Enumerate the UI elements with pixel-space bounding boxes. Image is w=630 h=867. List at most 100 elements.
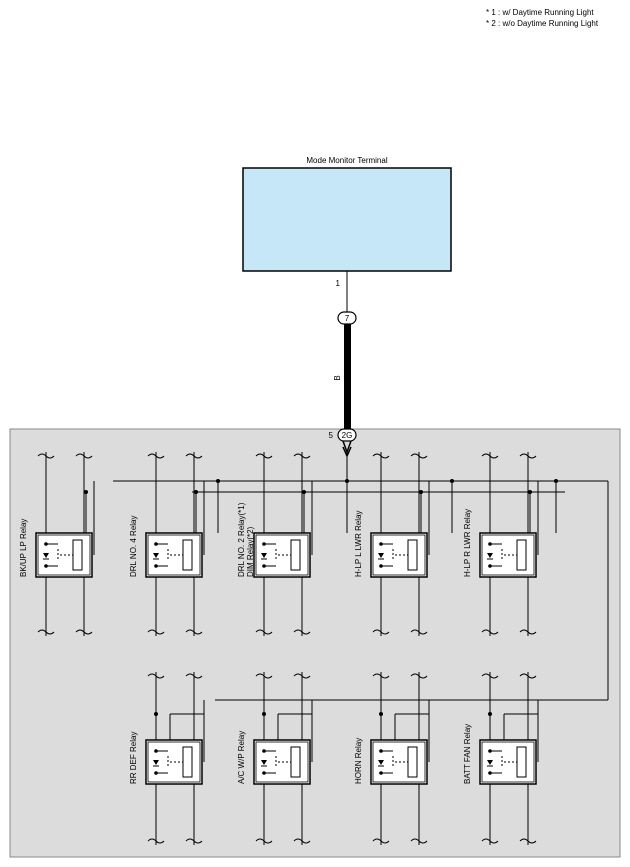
wire-break-symbol: [75, 453, 93, 459]
bus-junction: [194, 490, 198, 494]
wire-break-symbol: [147, 838, 165, 844]
relay-box-inner: [255, 534, 309, 576]
relay-group: BK/UP LP Relay DRL NO. 4 Relay DRL NO. 2 R…: [19, 452, 537, 845]
wire-break-symbol: [372, 673, 390, 679]
relay-coil: [290, 746, 301, 778]
terminal-pin-label: 1: [336, 279, 341, 288]
wire-break-symbol: [519, 838, 537, 844]
relay-diode: [378, 553, 384, 558]
relay: BK/UP LP Relay: [19, 452, 93, 636]
relay-coil: [290, 539, 301, 571]
wire-break-symbol: [519, 673, 537, 679]
wire-break-symbol: [147, 453, 165, 459]
relay-box-inner: [37, 534, 91, 576]
relay: DRL NO. 2 Relay(*1)DIM Relay(*2): [237, 452, 311, 636]
relay-diode: [487, 760, 493, 765]
wire-break-symbol: [255, 838, 273, 844]
relay-label: DRL NO. 2 Relay(*1): [237, 502, 246, 577]
relay-label-2: DIM Relay(*2): [246, 526, 255, 577]
relay: RR DEF Relay: [129, 672, 203, 845]
wire-break-symbol: [481, 453, 499, 459]
relay-box-inner: [255, 741, 309, 783]
wire-break-symbol: [75, 629, 93, 635]
wire-break-symbol: [519, 453, 537, 459]
relay-coil: [516, 539, 527, 571]
relay: A/C W/P Relay: [237, 672, 311, 845]
terminal-title: Mode Monitor Terminal: [306, 156, 387, 165]
relay-coil: [182, 746, 193, 778]
wire-break-symbol: [293, 673, 311, 679]
relay-diode: [261, 553, 267, 558]
bus-junction: [419, 490, 423, 494]
relay: HORN Relay: [354, 672, 428, 845]
relay: DRL NO. 4 Relay: [129, 452, 203, 636]
wire-break-symbol: [481, 673, 499, 679]
relay-diode: [43, 553, 49, 558]
relay-label: BK/UP LP Relay: [19, 519, 28, 577]
harness-wire: [344, 324, 351, 429]
relay-block-panel: [9, 428, 621, 858]
relay-coil: [407, 539, 418, 571]
wire-break-symbol: [372, 453, 390, 459]
wire-break-symbol: [185, 629, 203, 635]
connector-2g: [337, 428, 357, 442]
wire-break-symbol: [185, 673, 203, 679]
bus-junction: [302, 490, 306, 494]
connector-7-label: 7: [345, 314, 350, 323]
note-1: * 1 : w/ Daytime Running Light: [486, 8, 594, 17]
wire-break-symbol: [147, 673, 165, 679]
relay-label: H-LP L LWR Relay: [354, 510, 363, 577]
relay-coil: [516, 746, 527, 778]
relay-box-inner: [147, 741, 201, 783]
wire-break-symbol: [185, 838, 203, 844]
mode-monitor-terminal: [242, 167, 452, 272]
wire-break-symbol: [147, 629, 165, 635]
ground-bus: [84, 456, 609, 762]
wire-break-symbol: [372, 629, 390, 635]
wire-break-symbol: [293, 629, 311, 635]
relay-box: [370, 532, 428, 578]
relay-diode: [261, 760, 267, 765]
relay-label: A/C W/P Relay: [237, 731, 246, 784]
relay-box-inner: [481, 534, 535, 576]
wire-break-symbol: [410, 453, 428, 459]
wire-break-symbol: [185, 453, 203, 459]
wire-break-symbol: [255, 629, 273, 635]
relay-box-inner: [372, 534, 426, 576]
relay-diode: [153, 553, 159, 558]
connector-2g-label: 2G: [342, 431, 353, 440]
bus-junction: [528, 490, 532, 494]
wire-break-symbol: [481, 838, 499, 844]
relay: H-LP L LWR Relay: [354, 452, 428, 636]
relay-box-inner: [481, 741, 535, 783]
relay: BATT FAN Relay: [463, 672, 537, 845]
wire-break-symbol: [293, 838, 311, 844]
wire-break-symbol: [293, 453, 311, 459]
relay-coil: [407, 746, 418, 778]
wire-break-symbol: [410, 673, 428, 679]
wire-color-label: B: [333, 375, 342, 380]
wire-break-symbol: [37, 453, 55, 459]
relay-coil: [182, 539, 193, 571]
note-2: * 2 : w/o Daytime Running Light: [486, 19, 599, 28]
relay-label: RR DEF Relay: [129, 732, 138, 784]
connector-2g-pin: 5: [329, 431, 334, 440]
relay-label: BATT FAN Relay: [463, 724, 472, 784]
relay-diode: [487, 553, 493, 558]
relay: H-LP R LWR Relay: [463, 452, 537, 636]
wire-break-symbol: [481, 629, 499, 635]
relay-diode: [378, 760, 384, 765]
bus-junction: [84, 490, 88, 494]
wire-break-symbol: [410, 838, 428, 844]
wire-break-symbol: [37, 629, 55, 635]
relay-label: DRL NO. 4 Relay: [129, 516, 138, 578]
wire-break-symbol: [255, 673, 273, 679]
relay-box-inner: [147, 534, 201, 576]
wire-break-symbol: [519, 629, 537, 635]
relay-label: H-LP R LWR Relay: [463, 509, 472, 577]
wire-break-symbol: [372, 838, 390, 844]
wire-break-symbol: [410, 629, 428, 635]
relay-box-inner: [372, 741, 426, 783]
relay-coil: [72, 539, 83, 571]
